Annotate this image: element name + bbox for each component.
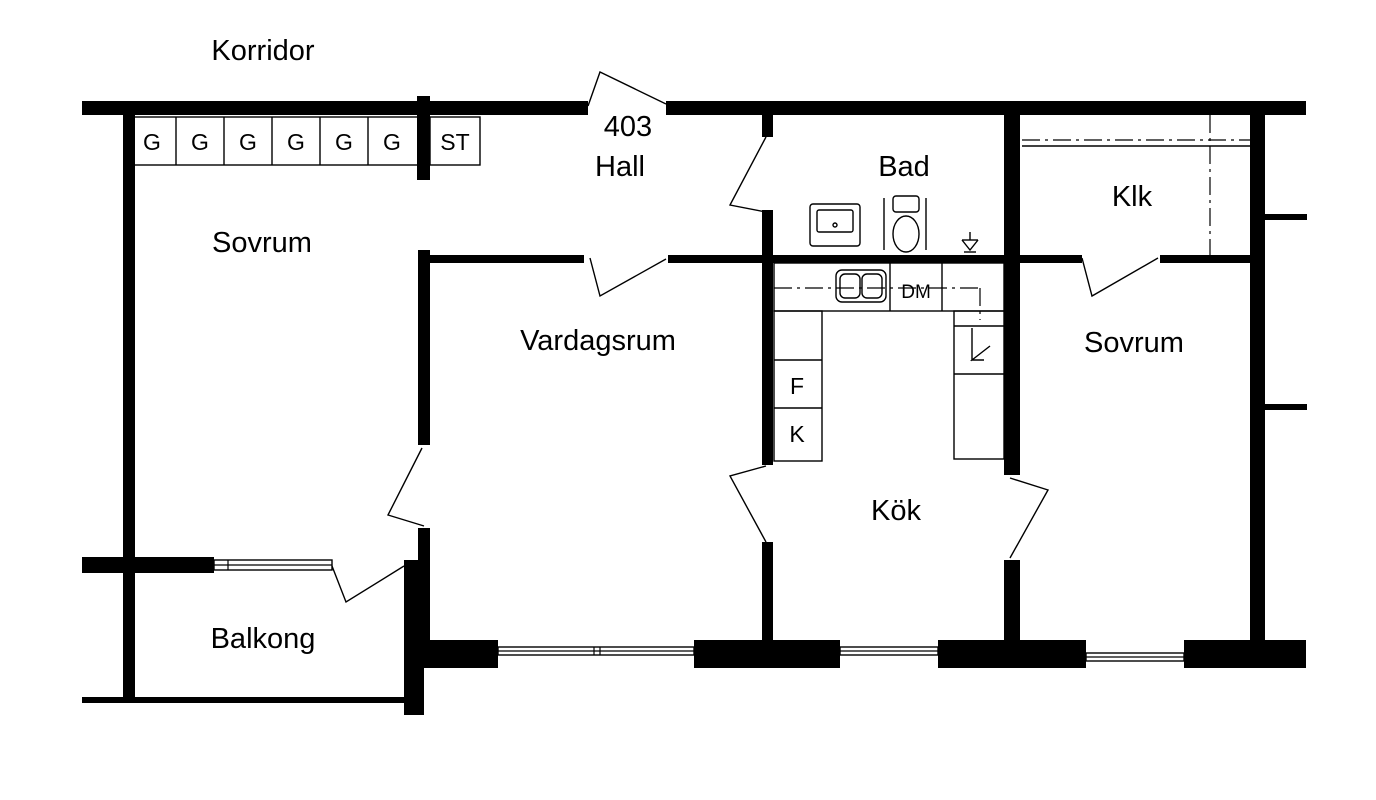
dishwasher-label: DM bbox=[901, 282, 931, 303]
balcony-top-wall bbox=[82, 557, 214, 573]
room-label-kok: Kök bbox=[871, 495, 921, 527]
living-top-wall-b bbox=[668, 255, 1008, 263]
balcony-bottom-wall bbox=[82, 697, 412, 703]
klk-shelving bbox=[1022, 115, 1250, 255]
left-bedroom-wall bbox=[123, 115, 135, 700]
closet-label-g5: G bbox=[335, 129, 353, 155]
closet-label-g2: G bbox=[191, 129, 209, 155]
closet-label-g6: G bbox=[383, 129, 401, 155]
floor-drain-icon bbox=[961, 232, 979, 253]
room-label-sovrum-right: Sovrum bbox=[1084, 327, 1184, 359]
windows bbox=[213, 559, 1185, 662]
room-label-bad: Bad bbox=[878, 151, 930, 183]
kitchen-door-left bbox=[728, 465, 767, 543]
right-stub-top bbox=[1265, 214, 1307, 220]
bedroom-right-door bbox=[1081, 257, 1159, 298]
stove-icon bbox=[969, 328, 991, 362]
bad-klk-wall bbox=[1004, 115, 1020, 475]
room-labels: Korridor 403 Hall Bad Klk Sovrum Vardags… bbox=[211, 35, 1184, 655]
entrance-door bbox=[587, 71, 667, 107]
room-label-vardagsrum: Vardagsrum bbox=[520, 325, 676, 357]
closet-row: G G G G G G ST bbox=[127, 116, 481, 166]
right-outer-wall bbox=[1250, 115, 1265, 642]
room-label-korridor: Korridor bbox=[211, 35, 314, 67]
toilet-icon bbox=[892, 195, 920, 213]
kitchen-left-wall-lower bbox=[762, 542, 773, 642]
balcony-door-leaf bbox=[331, 565, 405, 604]
right-sovrum-top-wall-a bbox=[1012, 255, 1082, 263]
right-stub-bottom bbox=[1265, 404, 1307, 410]
living-top-wall-a bbox=[430, 255, 584, 263]
room-label-klk: Klk bbox=[1112, 181, 1153, 213]
bedroom-left-door bbox=[386, 447, 425, 527]
bottom-wall-1 bbox=[418, 640, 498, 668]
bad-door bbox=[728, 136, 767, 213]
kitchen-right-wall-lower bbox=[1004, 560, 1020, 642]
bedroom-living-partition-upper bbox=[418, 250, 430, 445]
top-wall-right bbox=[666, 101, 1306, 115]
room-label-sovrum-left: Sovrum bbox=[212, 227, 312, 259]
hall-bad-wall-lower bbox=[762, 210, 773, 465]
balcony-right-wall bbox=[404, 560, 424, 715]
top-wall-left bbox=[82, 101, 588, 115]
bottom-wall-2 bbox=[694, 640, 840, 668]
doors bbox=[331, 71, 1159, 604]
double-sink-icon bbox=[835, 269, 887, 303]
bottom-wall-3 bbox=[938, 640, 1086, 668]
right-sovrum-top-wall-b bbox=[1160, 255, 1258, 263]
hall-bad-wall-upper bbox=[762, 115, 773, 137]
bottom-wall-4 bbox=[1184, 640, 1306, 668]
closet-post bbox=[417, 96, 430, 180]
closet-label-st: ST bbox=[440, 129, 469, 155]
walls bbox=[82, 96, 1307, 715]
room-label-hall: Hall bbox=[595, 151, 645, 183]
bathroom-fixtures bbox=[809, 195, 979, 253]
freezer-label: K bbox=[789, 421, 805, 447]
closet-label-g4: G bbox=[287, 129, 305, 155]
closet-label-g3: G bbox=[239, 129, 257, 155]
kitchen-door-right bbox=[1009, 477, 1050, 559]
fridge-label: F bbox=[790, 373, 804, 399]
kitchen-fixtures: DM F K bbox=[773, 262, 1005, 462]
living-door bbox=[589, 257, 667, 298]
sink-icon bbox=[809, 203, 861, 247]
room-label-balkong: Balkong bbox=[211, 623, 316, 655]
apartment-number: 403 bbox=[604, 111, 652, 143]
closet-label-g1: G bbox=[143, 129, 161, 155]
